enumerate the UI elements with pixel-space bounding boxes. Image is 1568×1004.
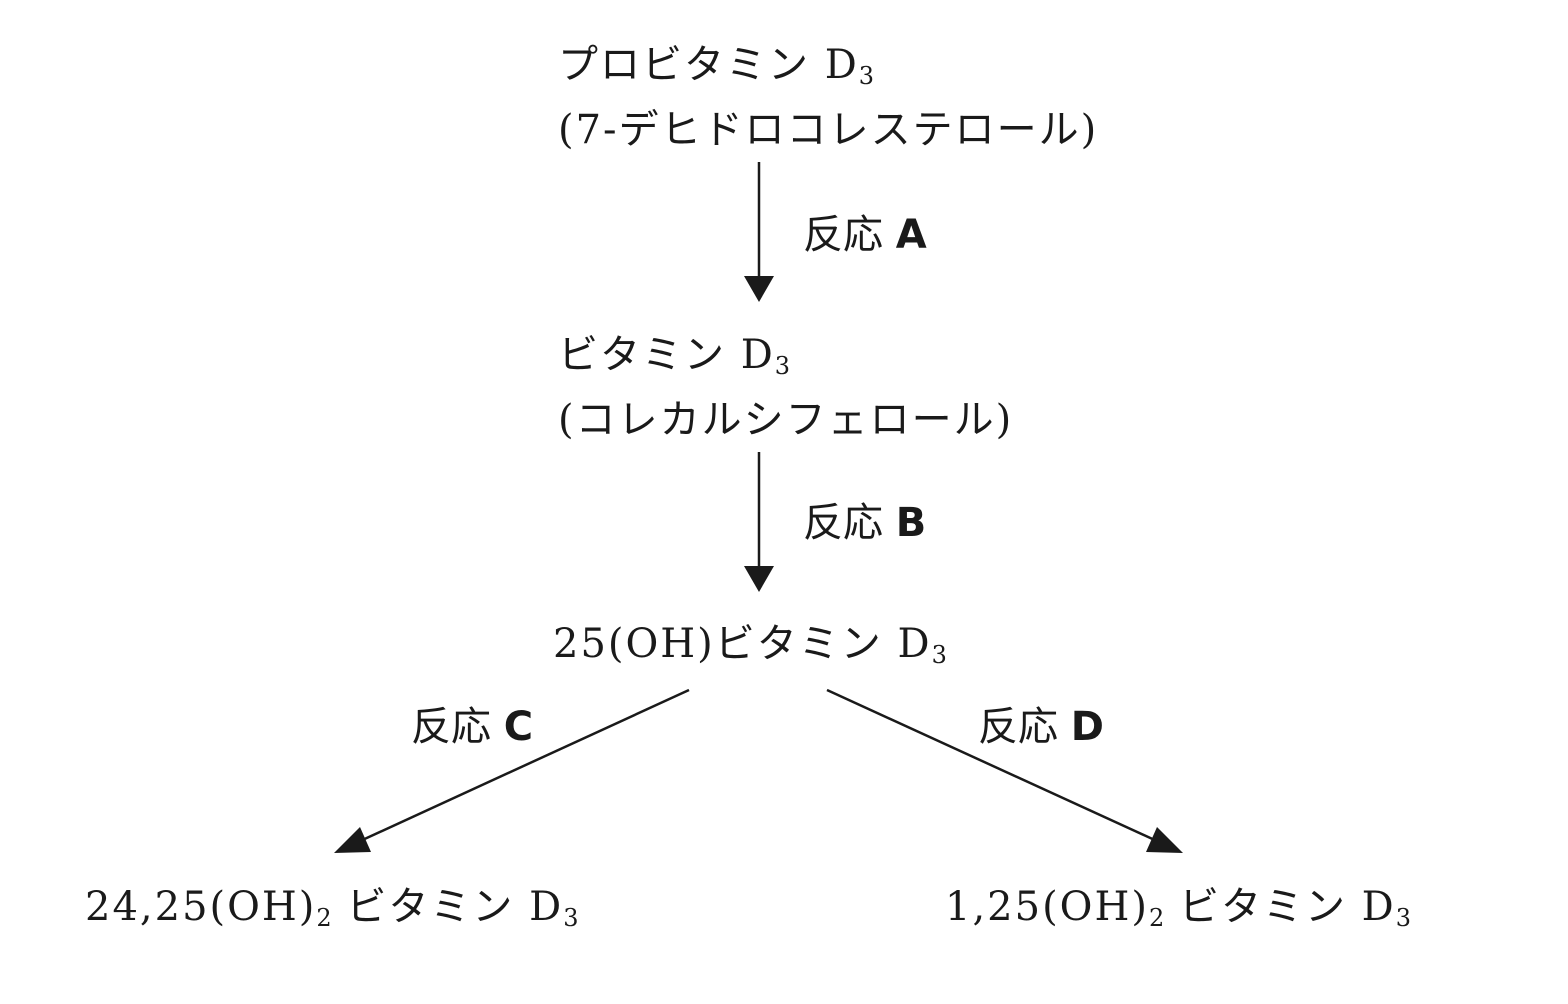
node-25oh-vitamin-d3: 25(OH)ビタミン D3 bbox=[553, 617, 947, 682]
reaction-c-letter: C bbox=[503, 704, 534, 750]
reaction-d-prefix: 反応 bbox=[978, 704, 1071, 750]
label-reaction-c: 反応 C bbox=[411, 702, 533, 752]
label-reaction-d: 反応 D bbox=[978, 702, 1104, 752]
vitamin-d3-subscript: 3 bbox=[774, 352, 791, 380]
reaction-a-letter: A bbox=[895, 212, 927, 258]
node-vitamin-d3: ビタミン D3 (コレカルシフェロール) bbox=[558, 328, 1013, 447]
node-1-25oh2-vitamin-d3-name: 1,25(OH)2 ビタミン D3 bbox=[945, 880, 1411, 945]
label-reaction-b: 反応 B bbox=[803, 498, 926, 548]
reaction-a-prefix: 反応 bbox=[803, 212, 896, 258]
reaction-c-prefix: 反応 bbox=[411, 704, 504, 750]
vitamin-d3-name-text: ビタミン D bbox=[558, 332, 775, 378]
provitamin-subscript: 3 bbox=[858, 62, 875, 90]
reaction-b-letter: B bbox=[895, 500, 927, 546]
oh125-subscript: 3 bbox=[1395, 904, 1412, 932]
node-1-25oh2-vitamin-d3: 1,25(OH)2 ビタミン D3 bbox=[945, 880, 1411, 945]
node-25oh-vitamin-d3-name: 25(OH)ビタミン D3 bbox=[553, 617, 947, 682]
oh125-prefix-subscript: 2 bbox=[1148, 904, 1165, 932]
label-reaction-a: 反応 A bbox=[803, 210, 927, 260]
oh125-name-text: ビタミン D bbox=[1164, 884, 1396, 930]
node-24-25oh2-vitamin-d3-name: 24,25(OH)2 ビタミン D3 bbox=[85, 880, 578, 945]
arrow-reaction-c bbox=[334, 688, 690, 853]
arrow-reaction-a bbox=[744, 162, 774, 302]
provitamin-name-text: プロビタミン D bbox=[558, 42, 859, 88]
node-provitamin-d3-name: プロビタミン D3 bbox=[558, 38, 1098, 103]
oh2425-prefix-subscript: 2 bbox=[316, 904, 332, 932]
oh25-name-text: 25(OH)ビタミン D bbox=[553, 621, 932, 667]
arrow-reaction-d bbox=[826, 688, 1183, 853]
reaction-d-letter: D bbox=[1070, 704, 1104, 750]
oh2425-name-text: ビタミン D bbox=[331, 884, 564, 930]
node-provitamin-d3-alias: (7-デヒドロコレステロール) bbox=[558, 107, 1099, 153]
oh125-prefix-text: 1,25(OH) bbox=[945, 884, 1149, 930]
node-24-25oh2-vitamin-d3: 24,25(OH)2 ビタミン D3 bbox=[85, 880, 578, 945]
node-vitamin-d3-name: ビタミン D3 bbox=[558, 328, 1013, 393]
node-vitamin-d3-alias: (コレカルシフェロール) bbox=[558, 397, 1014, 443]
oh25-subscript: 3 bbox=[931, 641, 947, 669]
reaction-b-prefix: 反応 bbox=[803, 500, 896, 546]
oh2425-subscript: 3 bbox=[563, 904, 579, 932]
arrow-reaction-b bbox=[744, 452, 774, 592]
node-provitamin-d3: プロビタミン D3 (7-デヒドロコレステロール) bbox=[558, 38, 1098, 157]
oh2425-prefix-text: 24,25(OH) bbox=[85, 884, 317, 930]
